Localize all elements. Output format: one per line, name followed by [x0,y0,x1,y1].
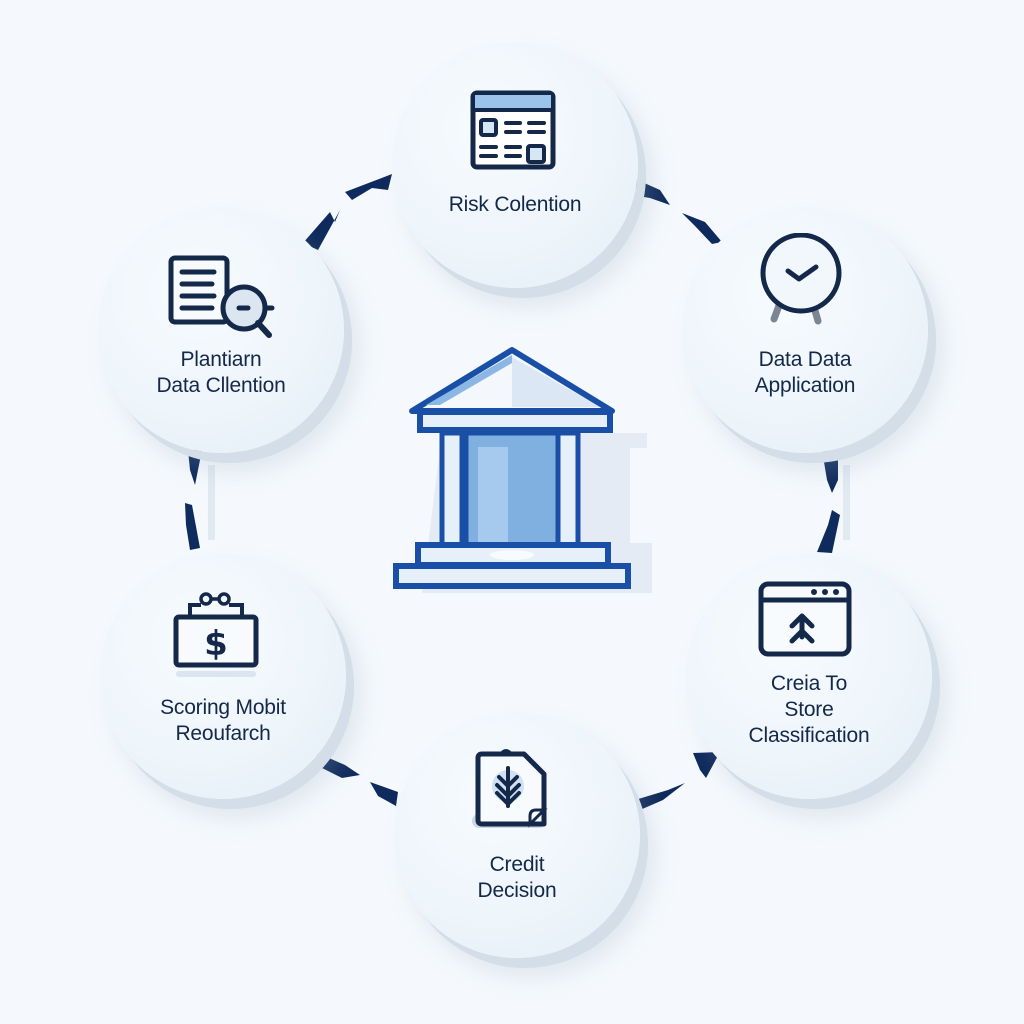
node-creia-to-store-classification: Creia To Store Classification [686,553,932,799]
label-line: Scoring Mobit [160,696,286,719]
bank-building-icon [393,347,652,593]
label-line: Creia To [770,672,848,695]
label-line: Risk Colention [448,193,582,216]
node-label: Creia To Store Classification [686,671,932,749]
label-line: Credit [489,853,545,876]
label-line: Data Cllention [156,374,286,397]
node-risk-colention: Risk Colention [392,42,638,288]
checkmark-clock-icon [760,233,842,325]
node-scoring-mobit-reoufarch: $ Scoring Mobit Reoufarch [100,553,346,799]
upload-window-icon [758,581,852,657]
label-line: Store [784,698,834,721]
label-line: Reoufarch [175,722,271,745]
form-window-icon [470,90,556,170]
label-line: Classification [748,724,870,747]
document-search-icon [168,255,275,338]
node-label: Plantiarn Data Cllention [98,347,344,399]
label-line: Plantiarn [180,348,262,371]
dollar-briefcase-icon: $ [173,592,259,677]
node-label: Risk Colention [392,192,638,218]
node-label: Credit Decision [394,852,640,904]
node-data-data-application: Data Data Application [682,207,928,453]
node-credit-decision: Credit Decision [394,712,640,958]
document-tree-icon [472,749,548,828]
label-line: Data Data [758,348,852,371]
node-label: Data Data Application [682,347,928,399]
node-label: Scoring Mobit Reoufarch [100,695,346,747]
label-line: Decision [477,879,557,902]
node-plantiarn-data-cllention: Plantiarn Data Cllention [98,207,344,453]
svg-text:$: $ [204,624,228,664]
label-line: Application [754,374,856,397]
